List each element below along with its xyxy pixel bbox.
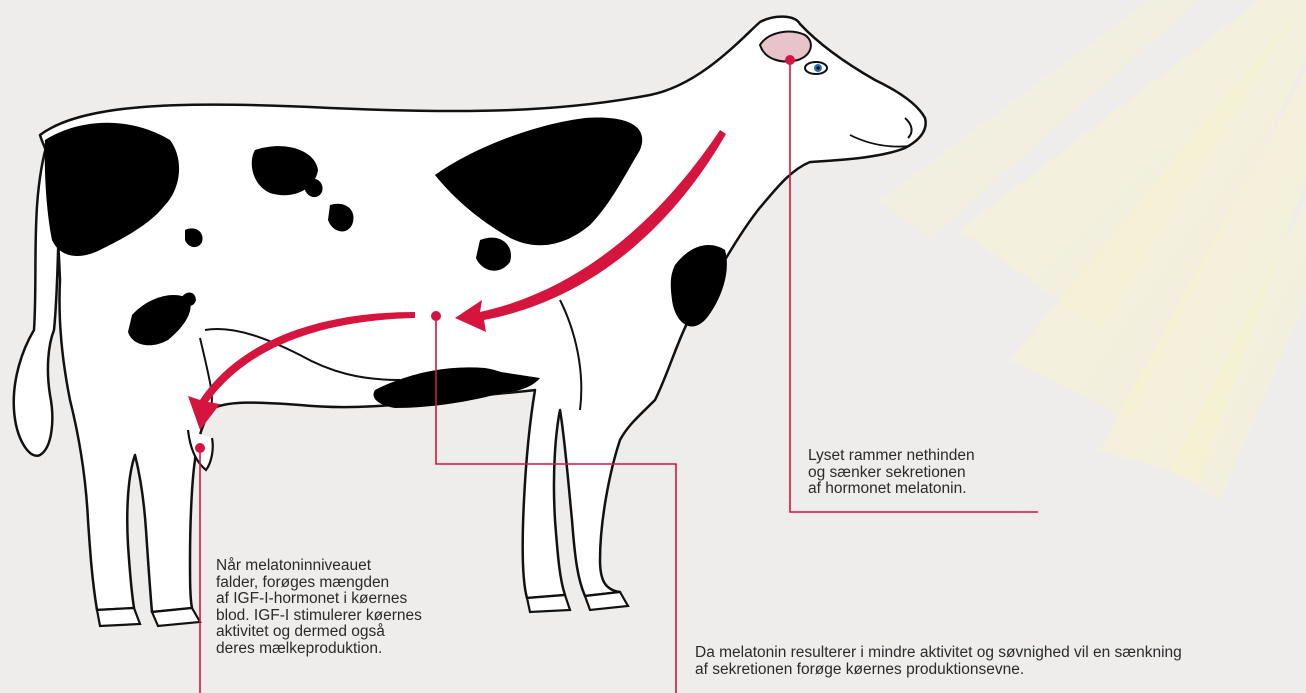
label-line: og sænker sekretionen <box>808 465 975 482</box>
cow-hind-hooves <box>97 608 200 626</box>
label-line: aktivitet og dermed også <box>216 624 422 641</box>
label-line: falder, forøges mængden <box>216 575 422 592</box>
pointer-dot-body <box>431 311 441 321</box>
eye-icon <box>805 62 827 74</box>
label-line: af sekretionen forøge køernes produktion… <box>695 662 1182 679</box>
label-line: blod. IGF-I stimulerer køernes <box>216 608 422 625</box>
label-line: Da melatonin resulterer i mindre aktivit… <box>695 645 1182 662</box>
label-line: deres mælkeproduktion. <box>216 641 422 658</box>
pointer-dot-eye <box>785 55 795 65</box>
label-production-text: Da melatonin resulterer i mindre aktivit… <box>695 645 1182 678</box>
label-line: Når melatoninniveauet <box>216 558 422 575</box>
pointer-dot-udder <box>195 443 205 453</box>
label-line: af IGF-I-hormonet i køernes <box>216 591 422 608</box>
label-line: af hormonet melatonin. <box>808 481 975 498</box>
label-blood-text: Når melatoninniveauet falder, forøges mæ… <box>216 558 422 657</box>
label-eye-text: Lyset rammer nethinden og sænker sekreti… <box>808 448 975 498</box>
sun-rays <box>880 0 1306 500</box>
label-line: Lyset rammer nethinden <box>808 448 975 465</box>
